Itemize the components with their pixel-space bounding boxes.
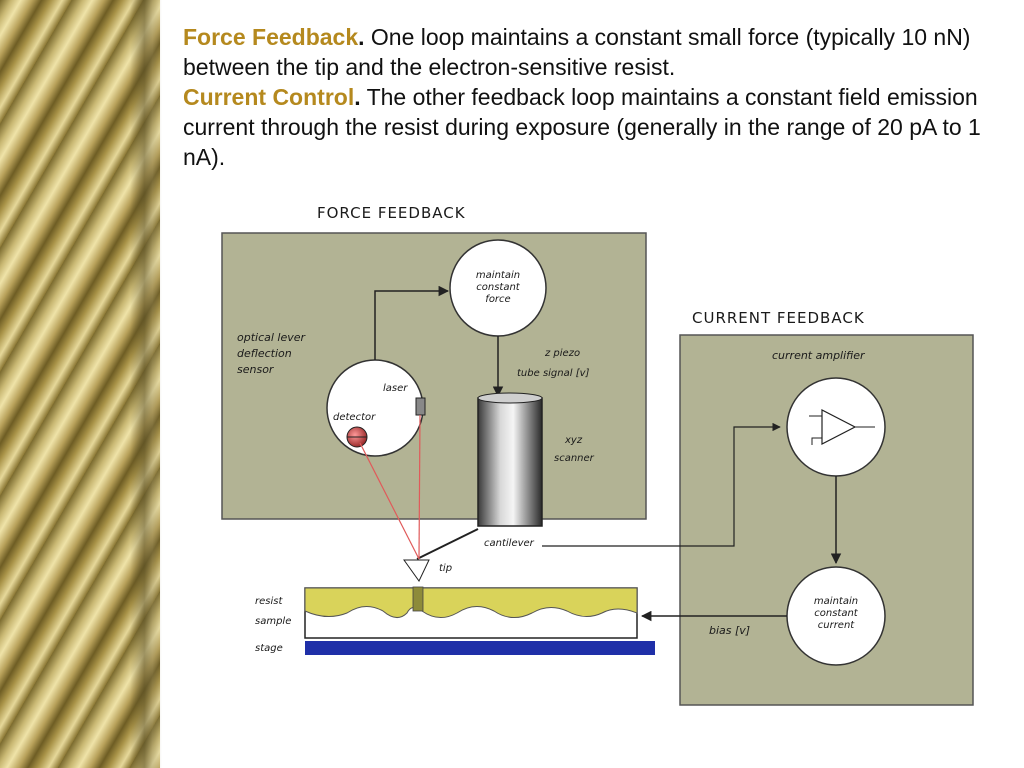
optical-sensor-label-1: optical lever [237,331,307,344]
heading-current-control: Current Control [183,84,355,110]
paragraph-force-feedback: Force Feedback. One loop maintains a con… [183,22,1013,82]
opamp-symbol [821,409,857,445]
bias-label: bias [v] [709,624,750,637]
xyz-scanner [477,397,543,527]
paragraph-current-control: Current Control. The other feedback loop… [183,82,1013,172]
scanner-label-1: xyz [564,435,583,446]
optical-sensor-label-2: deflection [237,347,292,360]
heading-dot: . [358,24,365,50]
optical-sensor-label-3: sensor [237,363,275,376]
resist-layer [304,587,638,618]
stage [305,641,655,655]
maintain-current-label-1: maintain [814,596,858,607]
cantilever-beam [416,528,479,560]
tip-label: tip [439,563,452,574]
laser-label: laser [383,383,408,394]
z-piezo-label-1: z piezo [544,348,580,359]
optical-sensor-node [326,359,424,457]
afm-lithography-diagram: FORCE FEEDBACK CURRENT FEEDBACK maintain… [221,204,974,706]
exposed-spot [412,586,424,612]
maintain-current-label-3: current [818,620,856,631]
z-piezo-label-2: tube signal [v] [517,368,590,379]
detector-label: detector [333,412,376,423]
resist-label: resist [255,596,283,607]
tip [403,559,430,582]
current-amplifier-label: current amplifier [772,349,866,362]
maintain-force-label-1: maintain [476,270,520,281]
laser-beam-incident [418,414,421,560]
current-control-text: The other feedback loop maintains a cons… [183,84,981,170]
cantilever-label: cantilever [484,538,535,549]
heading-force-feedback: Force Feedback [183,24,359,50]
scanner-label-2: scanner [554,453,595,464]
maintain-force-label-2: constant [476,282,521,293]
heading-dot: . [354,84,361,110]
force-feedback-title: FORCE FEEDBACK [317,204,466,222]
stage-label: stage [255,643,283,654]
force-feedback-panel [221,232,647,520]
sample-label: sample [255,616,291,627]
laser-source [415,397,426,416]
slide-text: Force Feedback. One loop maintains a con… [183,22,1013,172]
decorative-band-shadow [130,0,162,768]
laser-beam-reflected [359,442,420,560]
cantilever-to-amplifier-line [542,422,781,547]
scanner-top [477,392,543,404]
sensor-to-force-arrow [374,285,450,360]
force-feedback-text: One loop maintains a constant small forc… [183,24,971,80]
maintain-force-label-3: force [485,294,510,305]
current-feedback-title: CURRENT FEEDBACK [692,309,865,327]
opamp-ground [811,437,822,445]
maintain-current-label-2: constant [814,608,859,619]
